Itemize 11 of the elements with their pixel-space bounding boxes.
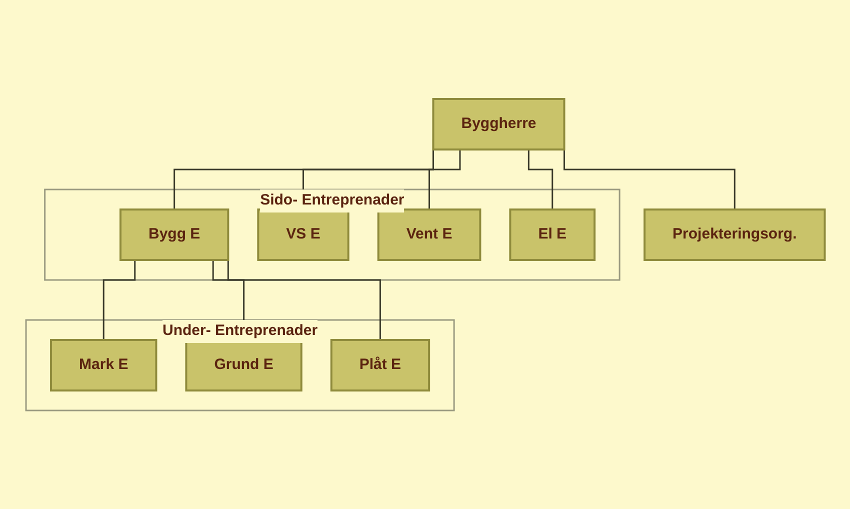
node-box: Plåt E [330, 338, 430, 392]
connector [102, 260, 136, 340]
node-box: Projekteringsorg. [643, 208, 826, 261]
node-box: Mark E [50, 338, 157, 392]
connector [528, 149, 553, 210]
node-box: VS E [256, 208, 349, 261]
node-box: Vent E [376, 208, 481, 261]
connector [428, 149, 460, 210]
node-box: El E [508, 208, 596, 261]
node-box: Byggherre [432, 98, 565, 150]
node-box: Bygg E [119, 208, 229, 261]
